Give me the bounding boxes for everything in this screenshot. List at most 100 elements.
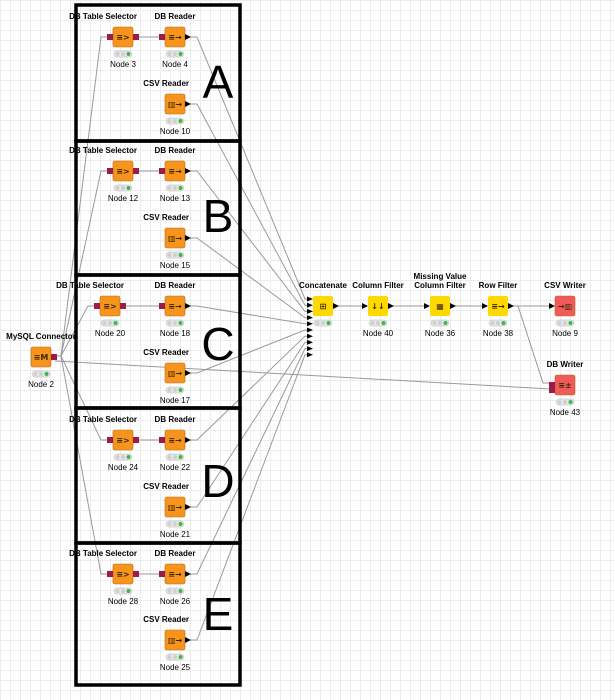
node-n43[interactable]: DB Writer≡±Node 43 <box>547 360 584 417</box>
status-dot-idle <box>115 52 120 56</box>
data-input-port[interactable] <box>307 308 313 314</box>
db-input-port[interactable] <box>107 571 113 577</box>
node-title: CSV Reader <box>143 482 189 491</box>
node-concat[interactable]: Concatenate⊞ <box>299 281 348 358</box>
db-input-port[interactable] <box>159 571 165 577</box>
node-n24[interactable]: DB Table Selector≡>Node 24 <box>69 415 139 472</box>
node-n13[interactable]: DB Reader≡→Node 13 <box>155 146 196 203</box>
db-input-port[interactable] <box>159 303 165 309</box>
status-dot-idle <box>115 186 120 190</box>
data-input-port[interactable] <box>307 296 313 302</box>
node-n20[interactable]: DB Table Selector≡>Node 20 <box>56 281 126 338</box>
db-output-port[interactable] <box>133 34 139 40</box>
node-n17[interactable]: CSV Reader▥→Node 17 <box>143 348 191 405</box>
db-input-port[interactable] <box>159 34 165 40</box>
node-title: DB Writer <box>547 360 584 369</box>
node-icon[interactable] <box>488 296 508 316</box>
node-icon[interactable] <box>430 296 450 316</box>
connection-n15-to-concatenate[interactable] <box>189 237 309 319</box>
db-input-port[interactable] <box>107 34 113 40</box>
db-input-port[interactable] <box>159 437 165 443</box>
db-output-port[interactable] <box>133 437 139 443</box>
data-output-port[interactable] <box>185 571 191 577</box>
db-input-port[interactable] <box>94 303 100 309</box>
data-input-port[interactable] <box>307 315 313 321</box>
status-dot-idle <box>173 589 177 593</box>
node-n21[interactable]: CSV Reader▥→Node 21 <box>143 482 191 539</box>
data-input-port[interactable] <box>424 303 430 309</box>
data-input-port[interactable] <box>307 302 313 308</box>
node-glyph-icon: ≡> <box>103 302 116 311</box>
data-output-port[interactable] <box>388 303 394 309</box>
data-output-port[interactable] <box>185 235 191 241</box>
node-title: Column Filter <box>352 281 404 290</box>
node-n28[interactable]: DB Table Selector≡>Node 28 <box>69 549 139 606</box>
group-label: E <box>203 588 234 640</box>
node-n40[interactable]: Column Filter↓↓Node 40 <box>352 281 404 338</box>
node-icon[interactable] <box>368 296 388 316</box>
node-title: DB Reader <box>155 549 196 558</box>
data-output-port[interactable] <box>185 168 191 174</box>
data-input-port[interactable] <box>362 303 368 309</box>
data-output-port[interactable] <box>185 101 191 107</box>
status-dot-idle <box>432 321 437 325</box>
node-n4[interactable]: DB Reader≡→Node 4 <box>155 12 196 69</box>
node-title: CSV Reader <box>143 79 189 88</box>
data-output-port[interactable] <box>185 303 191 309</box>
db-output-port[interactable] <box>133 571 139 577</box>
db-input-port[interactable] <box>107 168 113 174</box>
node-n26[interactable]: DB Reader≡→Node 26 <box>155 549 196 606</box>
data-output-port[interactable] <box>185 370 191 376</box>
db-input-port[interactable] <box>549 382 555 388</box>
node-n3[interactable]: DB Table Selector≡>Node 3 <box>69 12 139 69</box>
data-input-port[interactable] <box>307 346 313 352</box>
data-input-port[interactable] <box>307 352 313 358</box>
node-id-label: Node 21 <box>160 530 191 539</box>
node-n38[interactable]: Row Filter≡→Node 38 <box>479 281 518 338</box>
node-id-label: Node 10 <box>160 127 191 136</box>
data-output-port[interactable] <box>185 504 191 510</box>
node-icon[interactable] <box>313 296 333 316</box>
node-glyph-icon: ▥→ <box>168 100 183 109</box>
db-output-port[interactable] <box>51 354 57 360</box>
node-n9[interactable]: CSV Writer→▥Node 9 <box>544 281 586 338</box>
db-input-port[interactable] <box>549 388 555 393</box>
db-input-port[interactable] <box>159 168 165 174</box>
data-output-port[interactable] <box>185 637 191 643</box>
status-dot-idle <box>102 321 107 325</box>
data-output-port[interactable] <box>450 303 456 309</box>
connection-mysql-to-dbwriter[interactable] <box>54 360 552 390</box>
status-dot-idle <box>376 321 380 325</box>
node-title: DB Reader <box>155 281 196 290</box>
node-n25[interactable]: CSV Reader▥→Node 25 <box>143 615 191 672</box>
data-input-port[interactable] <box>482 303 488 309</box>
connection-n38-to-n43[interactable] <box>512 305 551 384</box>
status-dot-idle <box>167 655 172 659</box>
status-dot-idle <box>108 321 112 325</box>
connection-mysql-to-n28[interactable] <box>55 355 109 575</box>
data-input-port[interactable] <box>307 321 313 327</box>
db-output-port[interactable] <box>120 303 126 309</box>
node-n10[interactable]: CSV Reader ▥→ Node 10 <box>143 79 191 136</box>
data-input-port[interactable] <box>307 339 313 345</box>
data-input-port[interactable] <box>307 327 313 333</box>
status-dot-idle <box>121 455 125 459</box>
node-title: DB Reader <box>155 415 196 424</box>
db-input-port[interactable] <box>107 437 113 443</box>
node-n12[interactable]: DB Table Selector≡>Node 12 <box>69 146 139 203</box>
node-n18[interactable]: DB Reader≡→Node 18 <box>155 281 196 338</box>
data-output-port[interactable] <box>185 34 191 40</box>
data-output-port[interactable] <box>333 303 339 309</box>
data-input-port[interactable] <box>549 303 555 309</box>
node-id-label: Node 40 <box>363 329 394 338</box>
node-n22[interactable]: DB Reader≡→Node 22 <box>155 415 196 472</box>
data-input-port[interactable] <box>307 333 313 339</box>
status-dot-idle <box>167 119 172 123</box>
node-n15[interactable]: CSV Reader▥→Node 15 <box>143 213 191 270</box>
data-output-port[interactable] <box>508 303 514 309</box>
data-output-port[interactable] <box>185 437 191 443</box>
db-output-port[interactable] <box>133 168 139 174</box>
